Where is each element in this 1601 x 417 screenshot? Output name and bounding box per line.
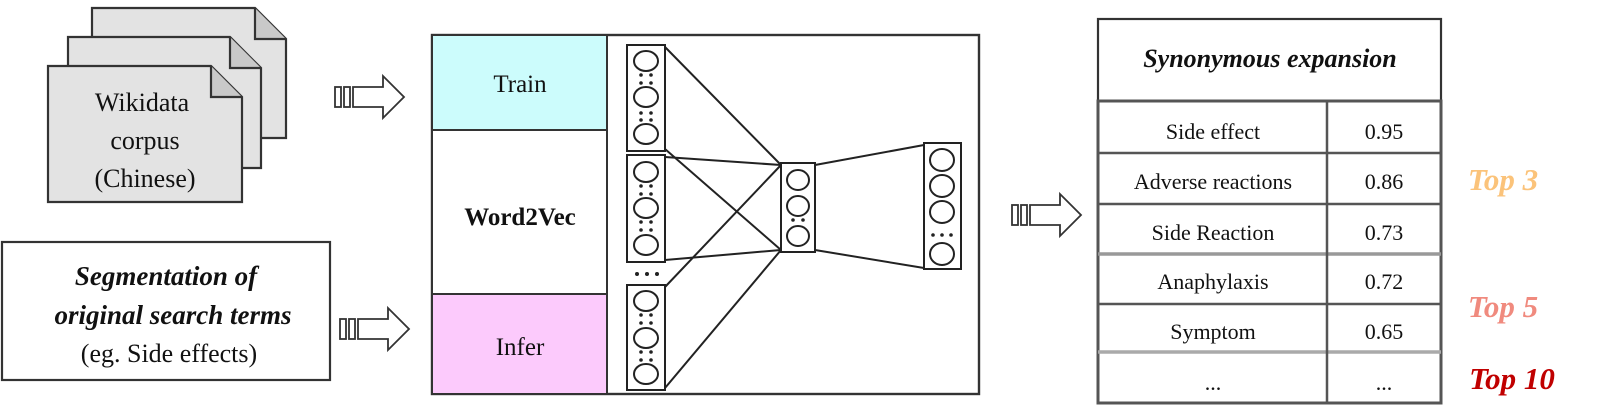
similarity-score: 0.95 [1365,119,1404,144]
table-row: Symptom 0.65 [1170,319,1403,344]
synonym-term: Adverse reactions [1134,169,1292,194]
segmentation-line-1: Segmentation of [75,261,260,291]
table-row: Anaphylaxis 0.72 [1157,269,1403,294]
table-row: Side effect 0.95 [1166,119,1403,144]
tier-label-top-10: Top 10 [1469,361,1555,396]
corpus-label-line-3: (Chinese) [94,164,195,193]
word2vec-label: Word2Vec [464,204,576,231]
synonym-table-title: Synonymous expansion [1143,44,1397,73]
word2vec-cell [431,129,608,295]
segmentation-line-3: (eg. Side effects) [81,339,257,368]
network-connections [664,46,925,389]
infer-label: Infer [496,334,545,361]
neural-network-illustration [626,44,962,391]
arrow-terms-to-infer-icon [339,305,411,353]
table-row: ... ... [1205,370,1393,395]
similarity-score: 0.73 [1365,220,1404,245]
similarity-score: 0.86 [1365,169,1404,194]
input-layer-group-3 [626,284,666,391]
table-row: Side Reaction 0.73 [1152,220,1404,245]
corpus-label-line-2: corpus [110,126,179,155]
arrow-model-to-results-icon [1011,191,1083,239]
synonym-term: Symptom [1170,319,1256,344]
document-front-icon [46,64,244,204]
synonym-term: Side Reaction [1152,220,1275,245]
infer-cell [431,293,608,395]
similarity-score: ... [1376,370,1393,395]
tier-label-top-3: Top 3 [1468,162,1538,197]
corpus-document-stack: Wikidata corpus (Chinese) [46,6,288,204]
train-label: Train [493,71,547,98]
similarity-score: 0.65 [1365,319,1404,344]
synonym-table-title-cell [1096,17,1443,103]
arrow-corpus-to-train-icon [334,73,406,121]
output-layer [923,142,962,270]
similarity-score: 0.72 [1365,269,1404,294]
segmentation-box: Segmentation of original search terms (e… [0,240,332,382]
ellipsis-dots [635,272,659,276]
segmentation-line-2: original search terms [54,300,291,330]
train-cell [431,34,608,131]
word2vec-model-box: Train Word2Vec Infer [430,33,981,396]
corpus-label-line-1: Wikidata [95,88,190,117]
input-layer-group-1 [626,44,666,152]
input-layer-group-2 [626,154,666,263]
synonym-term: Side effect [1166,119,1260,144]
synonym-term: Anaphylaxis [1157,269,1268,294]
table-row: Adverse reactions 0.86 [1134,169,1403,194]
synonym-term: ... [1205,370,1222,395]
tier-label-top-5: Top 5 [1468,289,1538,324]
hidden-layer [780,162,816,253]
synonym-table: Synonymous expansion Side effect 0.95 Ad… [1096,17,1443,405]
